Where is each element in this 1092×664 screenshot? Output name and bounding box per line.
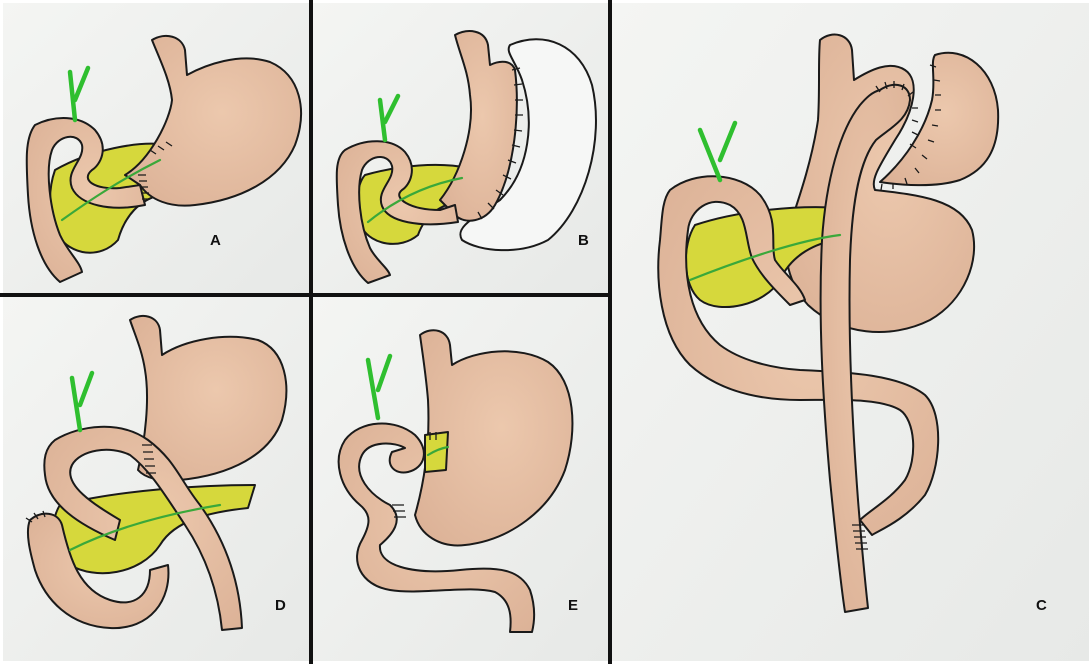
- panel-label-e: E: [568, 597, 578, 614]
- panel-label-a: A: [210, 232, 221, 249]
- panel-label-b: B: [578, 232, 589, 249]
- panel-label-c: C: [1036, 597, 1047, 614]
- panel-label-d: D: [275, 597, 286, 614]
